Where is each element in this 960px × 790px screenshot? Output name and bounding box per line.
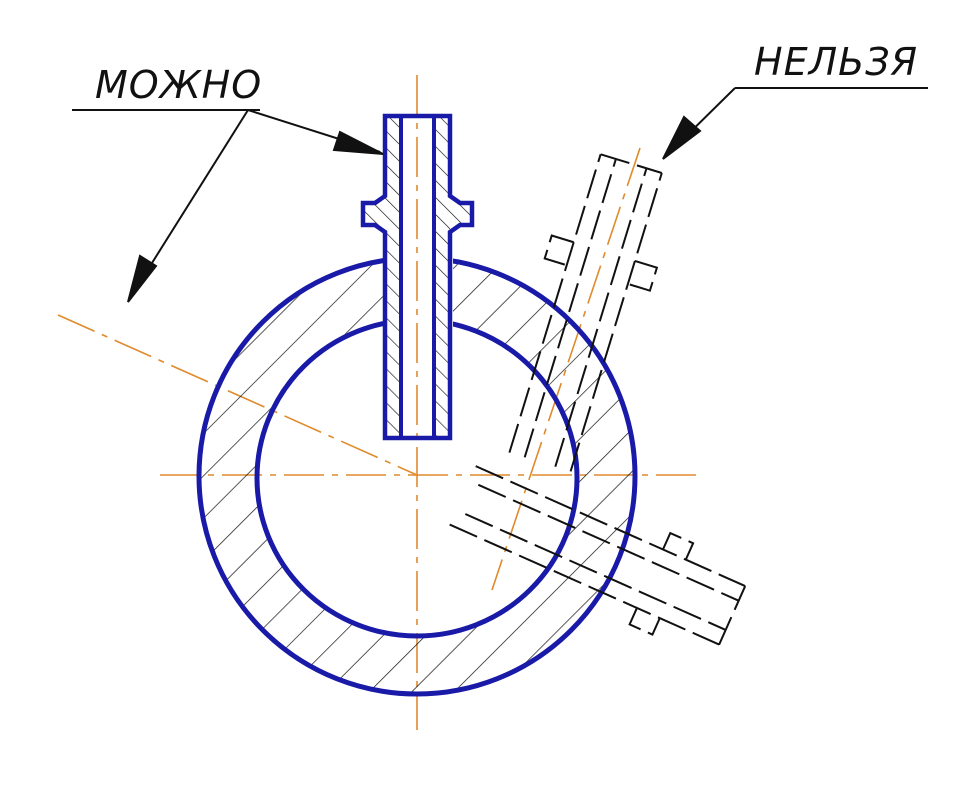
pipe-ring (196, 255, 638, 697)
ring-outer-contour (196, 255, 638, 697)
ring-inner-contour (254, 317, 580, 639)
alt-fitting-collar (628, 531, 695, 636)
leaders (72, 87, 928, 303)
forbidden-arrow (662, 115, 702, 160)
fitting-outer-contour (360, 113, 475, 441)
fitting-forbidden (508, 153, 663, 472)
forbidden-fitting-axis (491, 147, 641, 591)
fitting-collar-left (363, 203, 385, 225)
fitting-allowed (360, 113, 475, 441)
label-allowed: МОЖНО (95, 63, 262, 107)
forbidden-fitting-outline (508, 153, 663, 472)
fitting-collar-right (450, 203, 472, 225)
allowed-arrow-alt (127, 254, 158, 303)
fitting-allowed-alt (449, 465, 747, 646)
forbidden-fitting-collar (543, 234, 659, 292)
label-not-allowed: НЕЛЬЗЯ (754, 40, 918, 84)
fitting-left-wall (385, 116, 401, 438)
fitting-right-wall (434, 116, 450, 438)
allowed-arrow-fitting (332, 130, 384, 155)
